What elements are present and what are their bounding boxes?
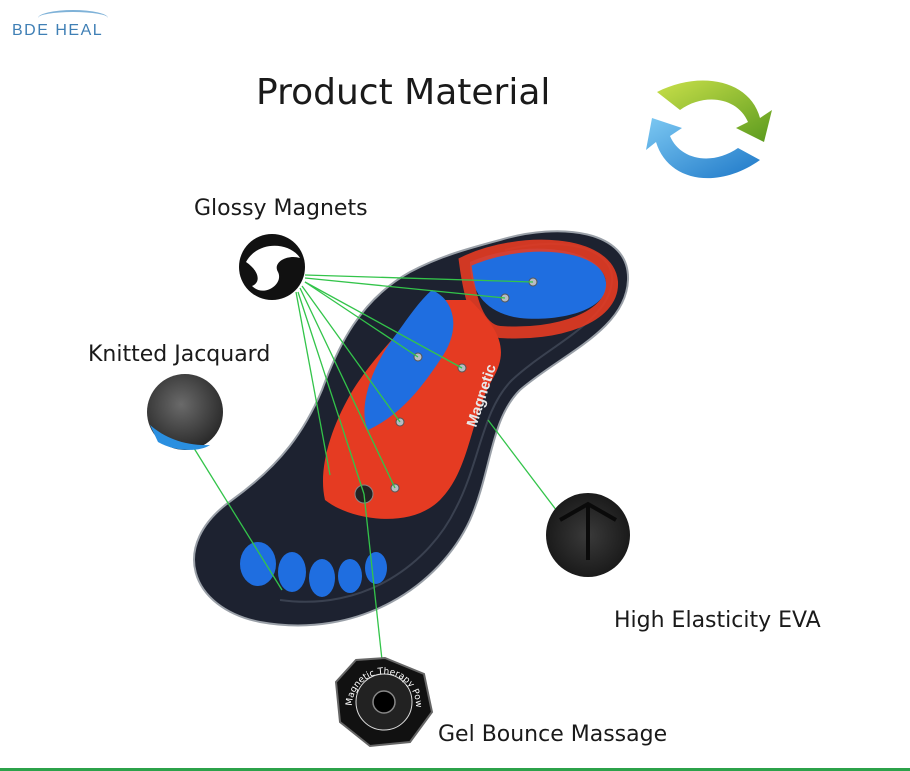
label-knitted-jacquard: Knitted Jacquard (88, 342, 271, 367)
magnet-swatch-icon (239, 234, 305, 300)
fabric-swatch-icon (147, 374, 223, 450)
insole: Magnetic (193, 230, 630, 627)
label-gel-bounce-massage: Gel Bounce Massage (438, 722, 668, 747)
eva-swatch-icon (546, 493, 630, 577)
page-title: Product Material (256, 72, 551, 113)
bottom-accent-bar (0, 768, 910, 771)
callout-lines (191, 274, 561, 661)
brand-logo: BDE HEAL (12, 22, 104, 39)
brand-arc (38, 10, 108, 26)
label-glossy-magnets: Glossy Magnets (194, 196, 368, 221)
refresh-arrows-icon (646, 80, 772, 179)
label-high-elasticity-eva: High Elasticity EVA (614, 608, 821, 633)
